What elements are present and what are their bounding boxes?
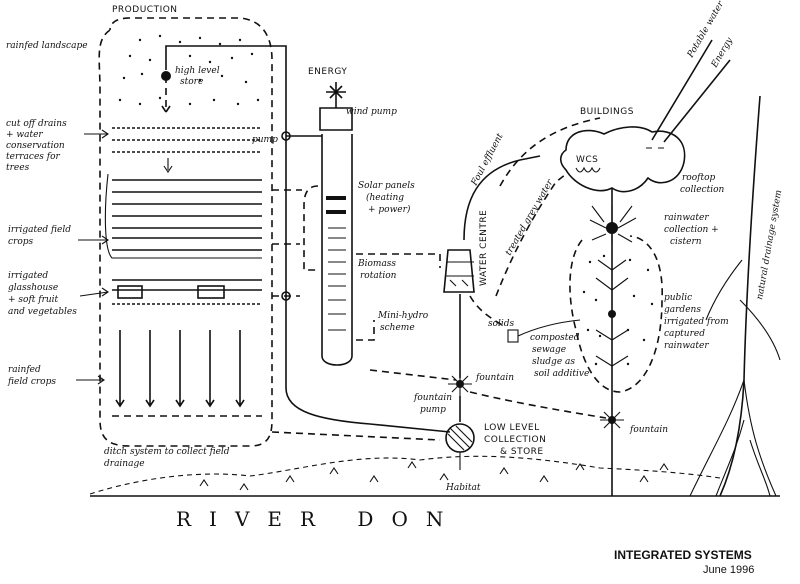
garden-node-icon — [608, 310, 616, 318]
treated-grey-water-label: treated grey water — [504, 178, 556, 258]
svg-text:wind pump: wind pump — [346, 107, 397, 117]
svg-text:+ soft fruit: + soft fruit — [8, 295, 59, 305]
production-label: PRODUCTION — [112, 5, 178, 15]
rainfed-landscape-label: rainfed landscape — [6, 41, 88, 51]
svg-text:sewage: sewage — [532, 345, 566, 355]
svg-text:glasshouse: glasshouse — [8, 283, 58, 293]
fountain-pump-label: fountain — [413, 393, 452, 403]
caption-title: INTEGRATED SYSTEMS — [614, 548, 752, 562]
natural-drainage-label: natural drainage system — [755, 189, 784, 300]
natural-drainage-icon — [689, 95, 781, 497]
river-label: RIVER DON — [176, 507, 461, 531]
svg-text:rainwater: rainwater — [664, 213, 709, 223]
rainwater-cistern-icon — [589, 205, 637, 244]
solar-panels-label: Solar panels — [358, 181, 415, 191]
svg-text:+ water: + water — [6, 130, 43, 140]
fountain-icon — [448, 372, 472, 396]
svg-text:composted: composted — [530, 333, 580, 343]
fountain-label-1: fountain — [475, 373, 514, 383]
svg-text:collection: collection — [680, 185, 724, 195]
solids-label: solids — [488, 319, 515, 329]
svg-text:captured: captured — [664, 329, 705, 339]
svg-text:COLLECTION: COLLECTION — [484, 435, 546, 445]
water-centre-label: WATER CENTRE — [479, 210, 489, 286]
rainwater-collection-label: rainwater collection + cistern — [664, 213, 719, 247]
svg-text:public: public — [664, 293, 692, 303]
fountain-label-2: fountain — [629, 425, 668, 435]
low-level-collection-label: LOW LEVEL COLLECTION & STORE — [484, 423, 546, 457]
svg-text:terraces for: terraces for — [6, 152, 61, 162]
svg-text:conservation: conservation — [6, 141, 65, 151]
wcs-label: WCS — [576, 155, 598, 165]
svg-text:scheme: scheme — [380, 323, 415, 333]
svg-text:ditch system to collect field: ditch system to collect field — [104, 447, 230, 457]
svg-text:sludge as: sludge as — [532, 357, 575, 367]
svg-text:cut off drains: cut off drains — [6, 119, 67, 129]
svg-text:rooftop: rooftop — [682, 173, 716, 183]
svg-text:irrigated: irrigated — [8, 271, 48, 281]
svg-text:and vegetables: and vegetables — [8, 307, 77, 317]
cut-off-drains-label: cut off drains + water conservation terr… — [6, 119, 67, 173]
biomass-label: Biomass — [357, 259, 396, 269]
energy-label: ENERGY — [308, 67, 347, 77]
pump-label: pump — [252, 135, 278, 145]
svg-text:+ power): + power) — [368, 204, 411, 215]
svg-text:field crops: field crops — [7, 377, 56, 387]
svg-text:pump: pump — [420, 405, 446, 415]
mini-hydro-label: Mini-hydro — [377, 311, 429, 321]
habitat-label: Habitat — [445, 483, 481, 493]
svg-text:store: store — [180, 77, 203, 87]
habitat-plants — [199, 461, 669, 491]
svg-text:rainwater: rainwater — [664, 341, 709, 351]
svg-text:gardens: gardens — [664, 305, 701, 315]
ditch-system-label: ditch system to collect field drainage — [104, 447, 230, 469]
composted-sewage-label: composted sewage sludge as soil additive — [530, 333, 589, 379]
rainfed-field-crops-label: rainfed field crops — [7, 365, 56, 387]
svg-text:LOW LEVEL: LOW LEVEL — [484, 423, 540, 433]
svg-text:irrigated field: irrigated field — [8, 225, 71, 235]
irrigated-field-crops-label: irrigated field crops — [8, 225, 71, 247]
svg-text:rotation: rotation — [360, 271, 397, 281]
solids-icon — [507, 329, 519, 343]
buildings-label: BUILDINGS — [580, 107, 634, 117]
glasshouse-label: irrigated glasshouse + soft fruit and ve… — [8, 271, 77, 317]
svg-text:rainfed: rainfed — [8, 365, 41, 375]
svg-text:trees: trees — [6, 163, 30, 173]
svg-text:drainage: drainage — [104, 459, 145, 469]
caption-date: June 1996 — [703, 564, 755, 576]
svg-text:& STORE: & STORE — [500, 447, 544, 457]
production-zone: high level store — [98, 17, 273, 447]
svg-text:soil additive: soil additive — [534, 369, 589, 379]
wind-pump-icon — [319, 82, 353, 131]
rooftop-collection-label: rooftop collection — [680, 173, 724, 195]
high-level-store-label: high level — [175, 66, 220, 76]
buildings-icon — [559, 126, 686, 193]
water-centre-icon — [443, 249, 475, 293]
energy-zone: ENERGY wind pump Solar panels (heating +… — [252, 67, 429, 366]
low-level-store-icon — [445, 423, 475, 470]
svg-text:irrigated from: irrigated from — [664, 317, 729, 327]
public-gardens-label: public gardens irrigated from captured r… — [664, 293, 729, 351]
energy-input-label: Energy — [709, 35, 735, 70]
svg-text:collection +: collection + — [664, 225, 719, 235]
svg-text:cistern: cistern — [670, 237, 702, 247]
svg-text:(heating: (heating — [366, 192, 404, 203]
foul-effluent-label: Foul effluent — [469, 132, 505, 189]
svg-text:crops: crops — [8, 237, 34, 247]
